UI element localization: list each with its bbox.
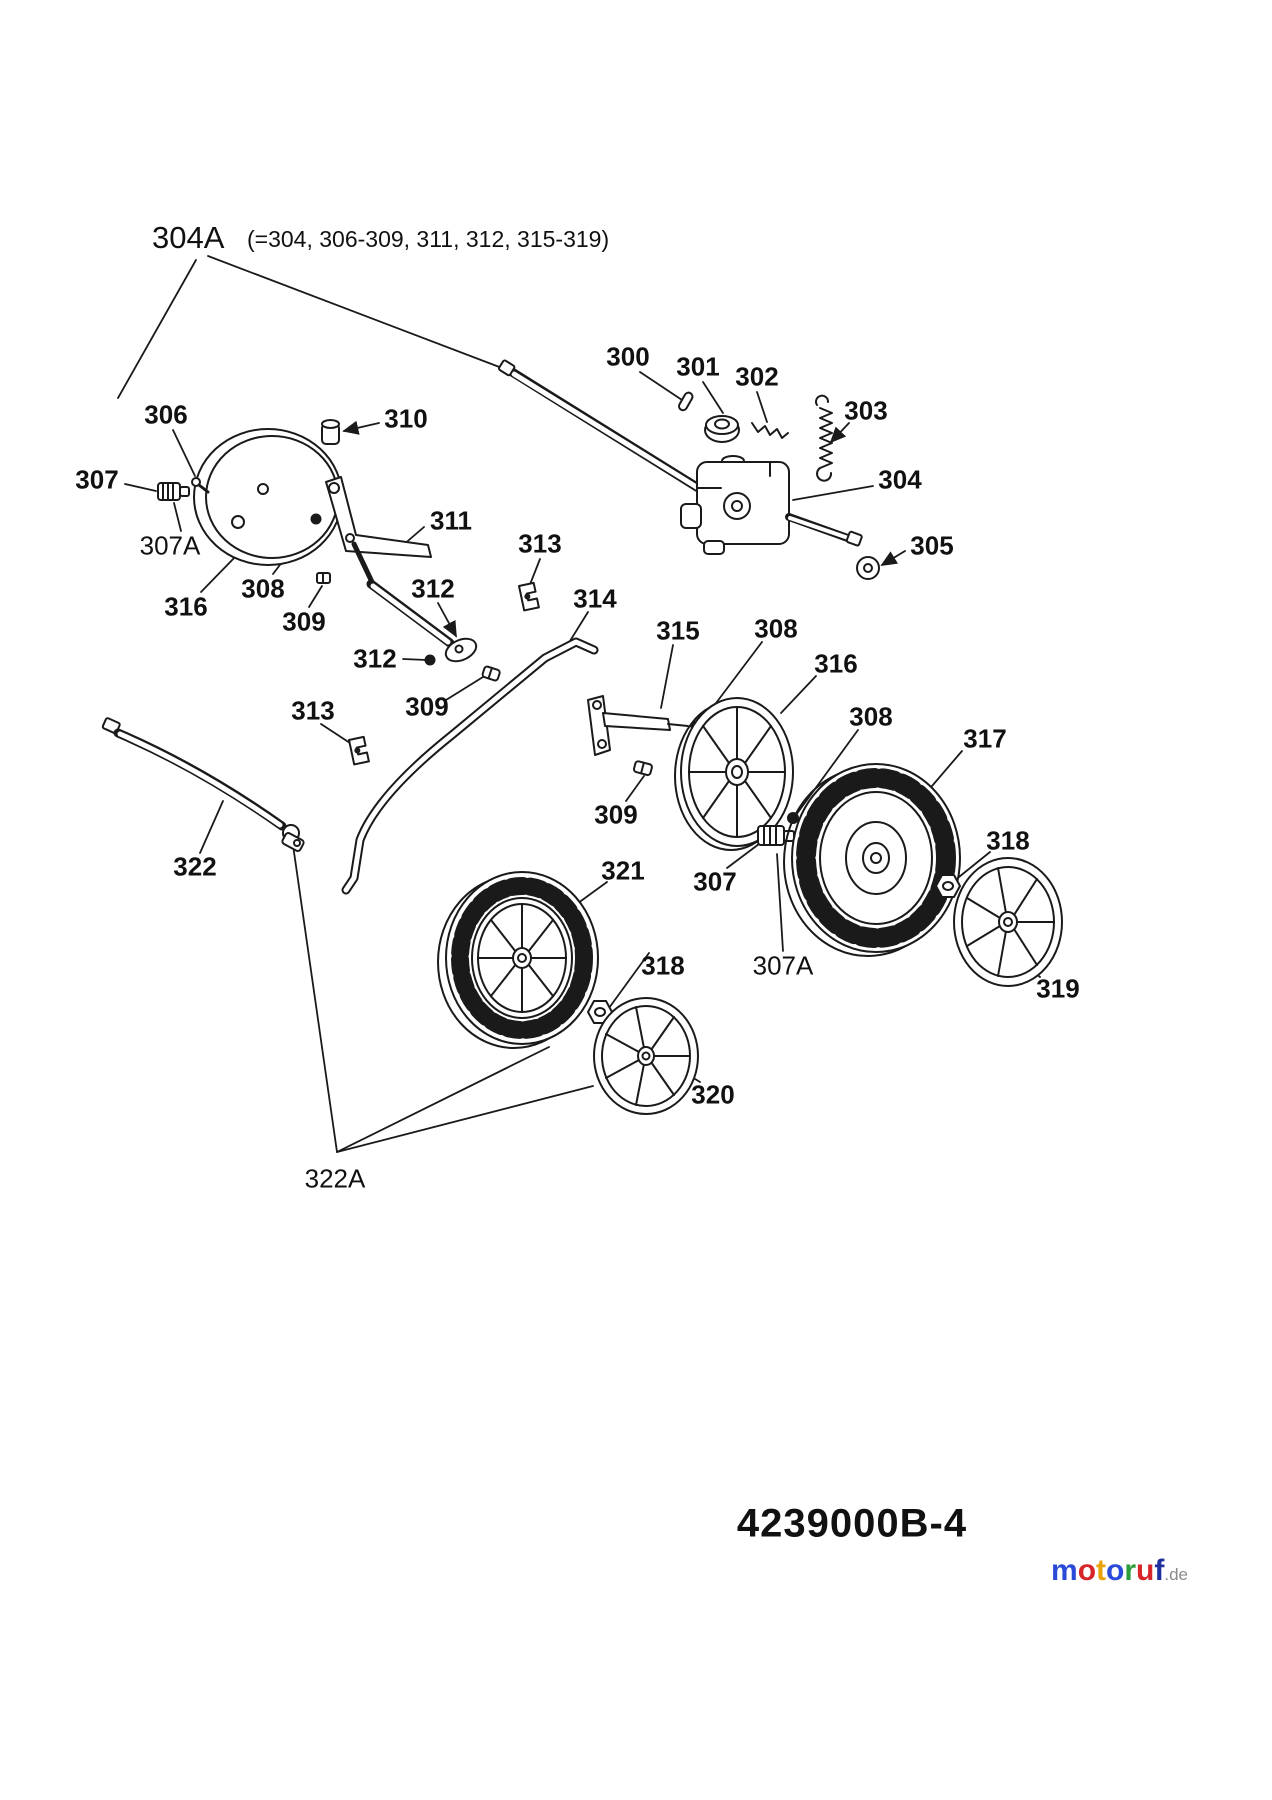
bushing-309-right (632, 760, 653, 777)
watermark-letter: f (1154, 1554, 1165, 1587)
wheel-317 (783, 763, 961, 957)
watermark-letter: o (1077, 1554, 1097, 1587)
spring-303 (815, 394, 833, 482)
motoruf-watermark-suffix: .de (1164, 1565, 1188, 1584)
gearbox-304 (680, 455, 863, 555)
wheel-321 (437, 871, 599, 1049)
diagram-code-note: (=304, 306-309, 311, 312, 315-319) (247, 226, 610, 252)
lever-315 (587, 695, 689, 756)
clip-313-lower (348, 735, 370, 766)
adjuster-shaft-312 (366, 579, 478, 663)
watermark-letter: t (1096, 1554, 1107, 1587)
washer-305 (856, 556, 880, 580)
hubcap-319 (953, 857, 1063, 987)
bolt-307-left (157, 482, 190, 501)
hubcap-320 (593, 997, 699, 1115)
nut-309-upper (316, 572, 331, 584)
watermark-letter: u (1136, 1554, 1155, 1587)
cover-disc-316 (193, 428, 343, 566)
fan-lines-322a (292, 844, 594, 1153)
drive-rod-assembly (498, 359, 705, 494)
watermark-letter: o (1106, 1554, 1125, 1587)
document-number: 4239000B-4 (736, 1501, 968, 1546)
ref-lines-304a (117, 255, 503, 399)
nut-318-right (935, 874, 961, 898)
clip-313-upper (518, 581, 540, 612)
watermark-letter: r (1124, 1554, 1137, 1587)
lever-311 (325, 476, 432, 585)
bushing-308-upper (310, 513, 322, 525)
diagram-code-title: 304A (152, 220, 225, 255)
watermark-letter: m (1051, 1554, 1078, 1587)
height-rod-314 (341, 637, 599, 895)
bushing-309-mid (481, 665, 501, 682)
pin-300 (678, 391, 694, 412)
rod-322 (101, 717, 305, 852)
screw-306 (191, 477, 210, 494)
spring-302 (751, 422, 789, 439)
motoruf-watermark-word: motoruf (1051, 1554, 1164, 1587)
pulley-301 (704, 415, 740, 443)
motoruf-watermark[interactable]: motoruf.de (1051, 1554, 1188, 1588)
spoked-disc-316 (674, 697, 794, 851)
knob-310 (321, 419, 340, 445)
spacer-312 (424, 654, 436, 666)
